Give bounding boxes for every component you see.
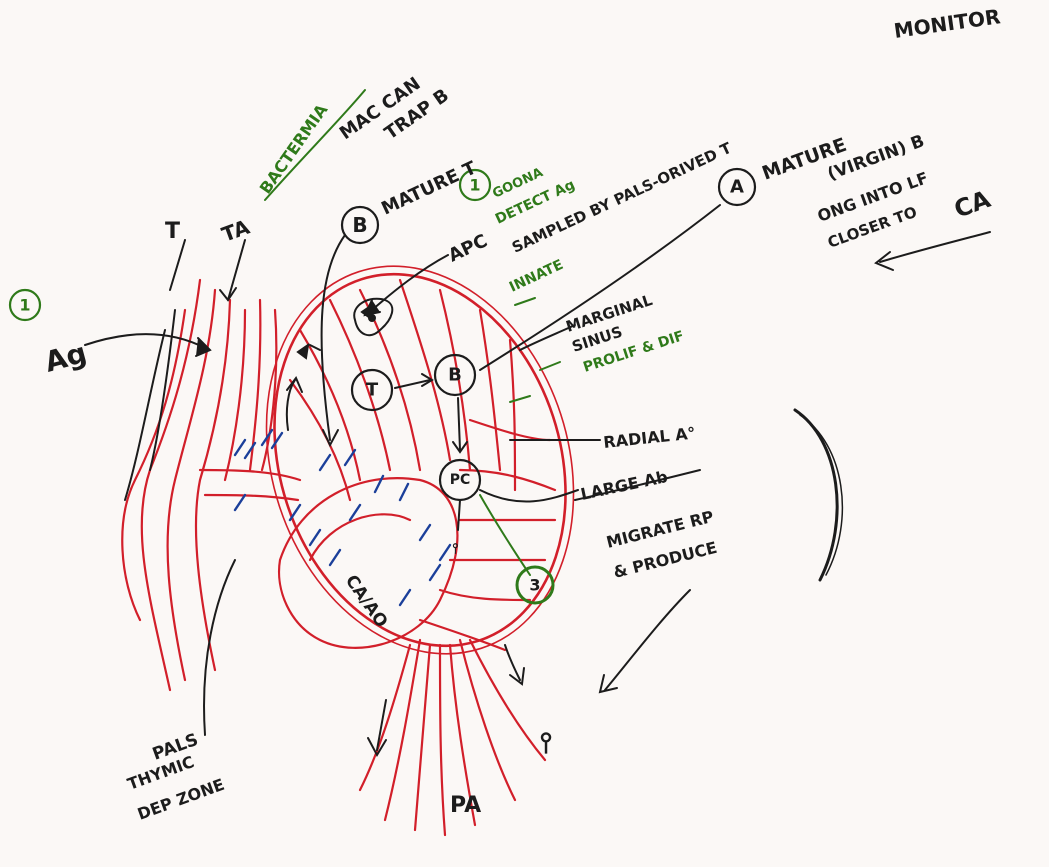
small-antibody-symbol: ⫯ xyxy=(452,541,458,557)
ag-label: Ag xyxy=(41,336,90,379)
radial-a-label: RADIAL A° xyxy=(602,423,696,452)
ca-label: CA xyxy=(950,185,994,224)
a-marker: A xyxy=(730,177,744,198)
mature-t-label: MATURE T xyxy=(378,157,480,219)
ink-strokes xyxy=(85,90,990,755)
antibody-symbol: ⫯ xyxy=(540,726,552,759)
innate-label: INNATE xyxy=(507,257,566,296)
b-node-label: B xyxy=(448,365,462,386)
b-mature-marker: B xyxy=(352,213,367,237)
apc-label: APC xyxy=(445,230,490,266)
pa-label: PA xyxy=(450,793,481,818)
step1-label: 1 xyxy=(19,296,30,315)
t-node-label: T xyxy=(366,380,379,401)
pc-node-label: PC xyxy=(450,472,471,488)
monitor-label: MONITOR xyxy=(892,4,1001,43)
t-top-label: T xyxy=(165,219,180,244)
step3-label: 3 xyxy=(529,576,540,595)
large-ab-label: LARGE Ab xyxy=(579,467,669,504)
ta-label: TA xyxy=(219,215,254,247)
bacteremia-label: BACTERMIA xyxy=(256,100,332,197)
